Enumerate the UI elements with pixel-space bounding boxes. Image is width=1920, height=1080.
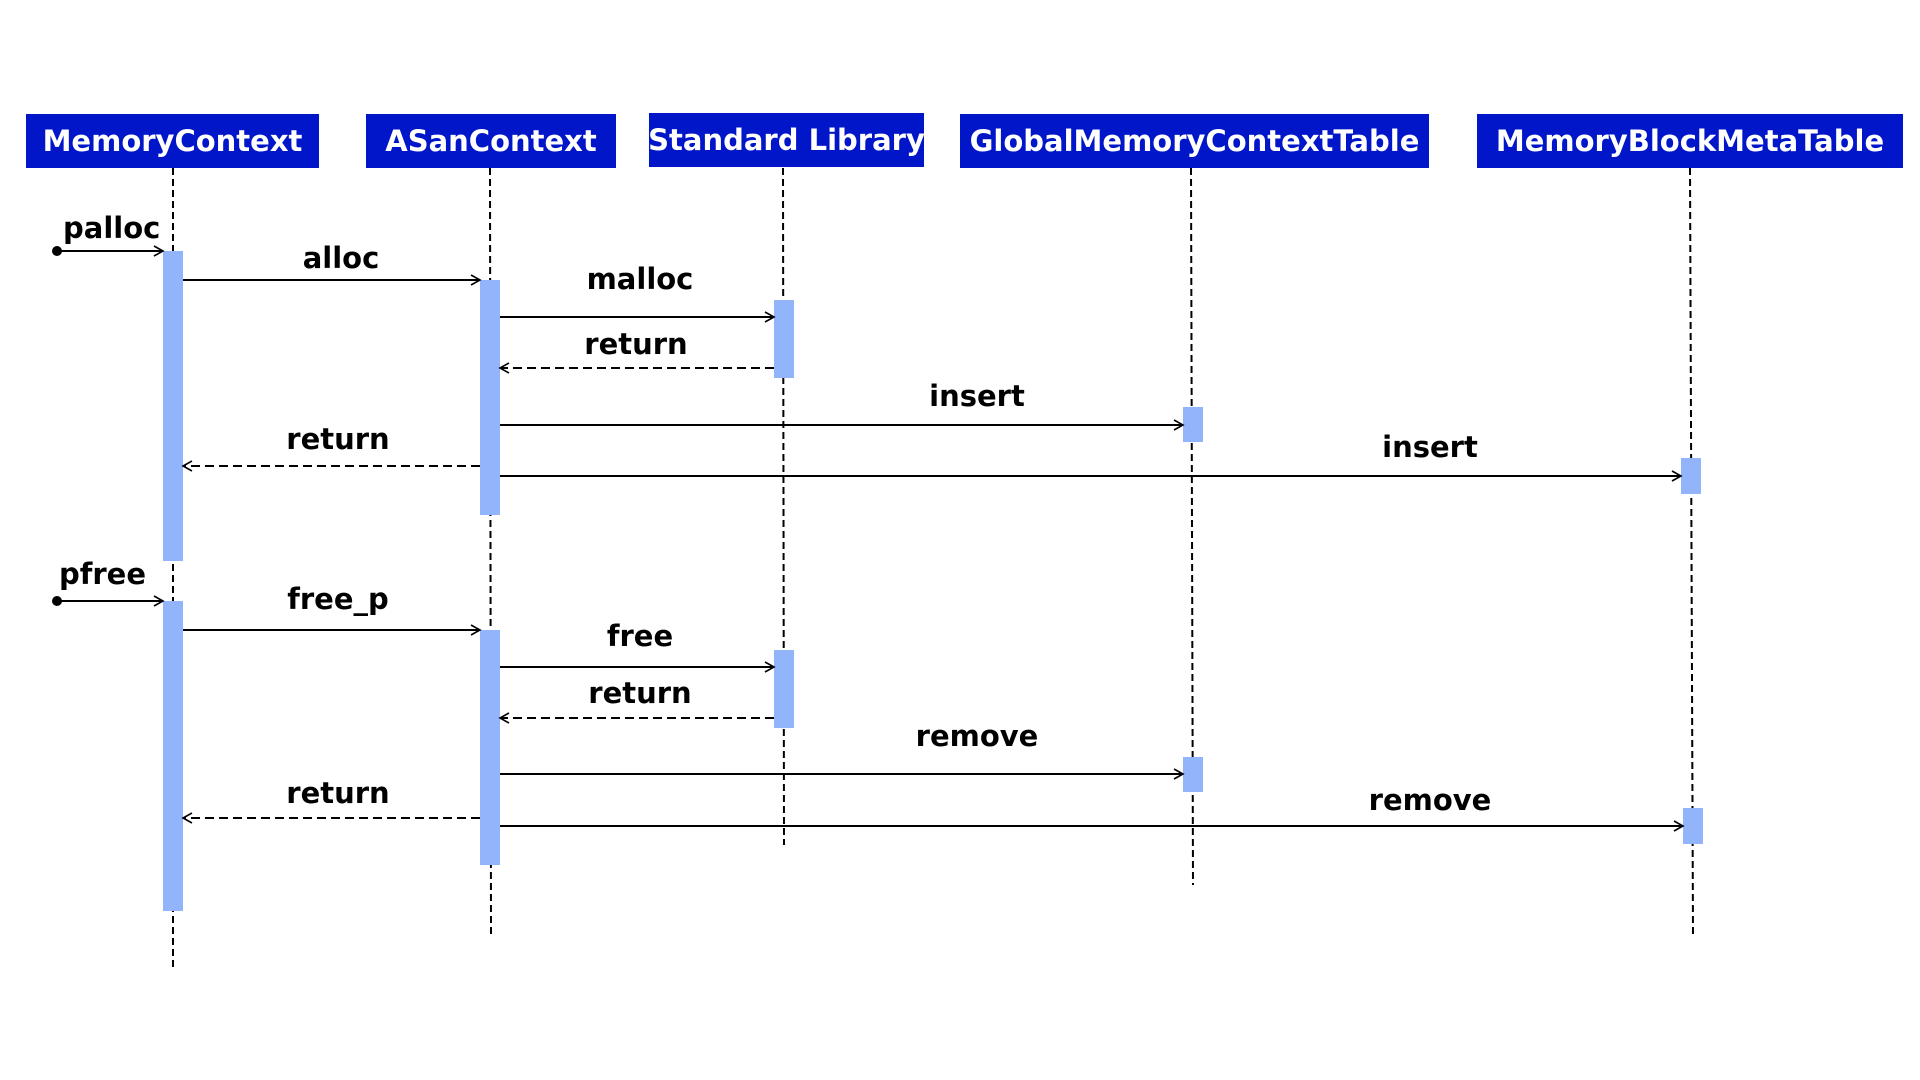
label-malloc-return: return: [584, 327, 687, 361]
message-palloc: palloc: [52, 211, 165, 257]
label-alloc-return: return: [286, 422, 389, 456]
label-free: free: [607, 619, 673, 653]
message-remove-global: remove: [500, 719, 1185, 780]
label-pfree: pfree: [59, 557, 146, 591]
label-insert-global: insert: [929, 379, 1025, 413]
label-palloc: palloc: [63, 211, 160, 245]
message-remove-block: remove: [500, 783, 1685, 832]
activation-block-table-insert: [1681, 458, 1701, 494]
lifelines: [172, 167, 1694, 970]
actors: MemoryContext ASanContext Standard Libra…: [26, 113, 1903, 168]
label-insert-block: insert: [1382, 430, 1478, 464]
activation-global-table-insert: [1183, 407, 1203, 442]
messages-alloc-phase: palloc alloc malloc return insert return: [52, 211, 1683, 482]
actor-memory-block-meta-table: MemoryBlockMetaTable: [1477, 114, 1903, 168]
actor-global-memory-context-table: GlobalMemoryContextTable: [960, 114, 1429, 168]
actor-asan-context-box: [366, 114, 616, 168]
label-malloc: malloc: [587, 262, 694, 296]
actor-asan-context: ASanContext: [366, 114, 616, 168]
messages-free-phase: pfree free_p free return remove return: [52, 557, 1685, 832]
message-free-p: free_p: [183, 582, 482, 636]
actor-memory-context: MemoryContext: [26, 114, 319, 168]
label-remove-global: remove: [916, 719, 1039, 753]
message-alloc: alloc: [183, 241, 482, 286]
activation-block-table-remove: [1683, 808, 1703, 844]
message-malloc-return: return: [498, 327, 774, 374]
label-free-p: free_p: [287, 582, 389, 616]
actor-memory-block-meta-table-label: MemoryBlockMetaTable: [1496, 124, 1884, 158]
activation-memory-context-free: [163, 601, 183, 911]
label-remove-block: remove: [1369, 783, 1492, 817]
label-alloc: alloc: [303, 241, 380, 275]
actor-memory-context-box: [26, 114, 319, 168]
message-alloc-return: return: [181, 422, 480, 472]
message-insert-block: insert: [500, 430, 1683, 482]
lifeline-memory-block-meta-table: [1689, 167, 1694, 936]
actor-asan-context-label: ASanContext: [385, 124, 597, 158]
message-free-p-return: return: [181, 776, 480, 824]
message-pfree: pfree: [52, 557, 165, 607]
activation-asan-context-alloc: [480, 280, 500, 515]
actor-memory-context-label: MemoryContext: [43, 124, 303, 158]
activations: [163, 251, 1703, 911]
actor-standard-library: Standard Library: [648, 113, 925, 167]
actor-global-memory-context-table-box: [960, 114, 1429, 168]
actor-standard-library-label: Standard Library: [648, 123, 925, 157]
label-free-p-return: return: [286, 776, 389, 810]
activation-global-table-remove: [1183, 757, 1203, 792]
activation-standard-library-malloc: [774, 300, 794, 378]
message-insert-global: insert: [500, 379, 1185, 431]
activation-memory-context-alloc: [163, 251, 183, 561]
activation-asan-context-free: [480, 630, 500, 865]
message-free-return: return: [498, 676, 774, 724]
actor-standard-library-box: [649, 113, 924, 167]
message-free: free: [500, 619, 776, 673]
label-free-return: return: [588, 676, 691, 710]
actor-global-memory-context-table-label: GlobalMemoryContextTable: [970, 124, 1420, 158]
actor-memory-block-meta-table-box: [1477, 114, 1903, 168]
activation-standard-library-free: [774, 650, 794, 728]
message-malloc: malloc: [500, 262, 776, 323]
lifeline-standard-library: [782, 167, 785, 846]
